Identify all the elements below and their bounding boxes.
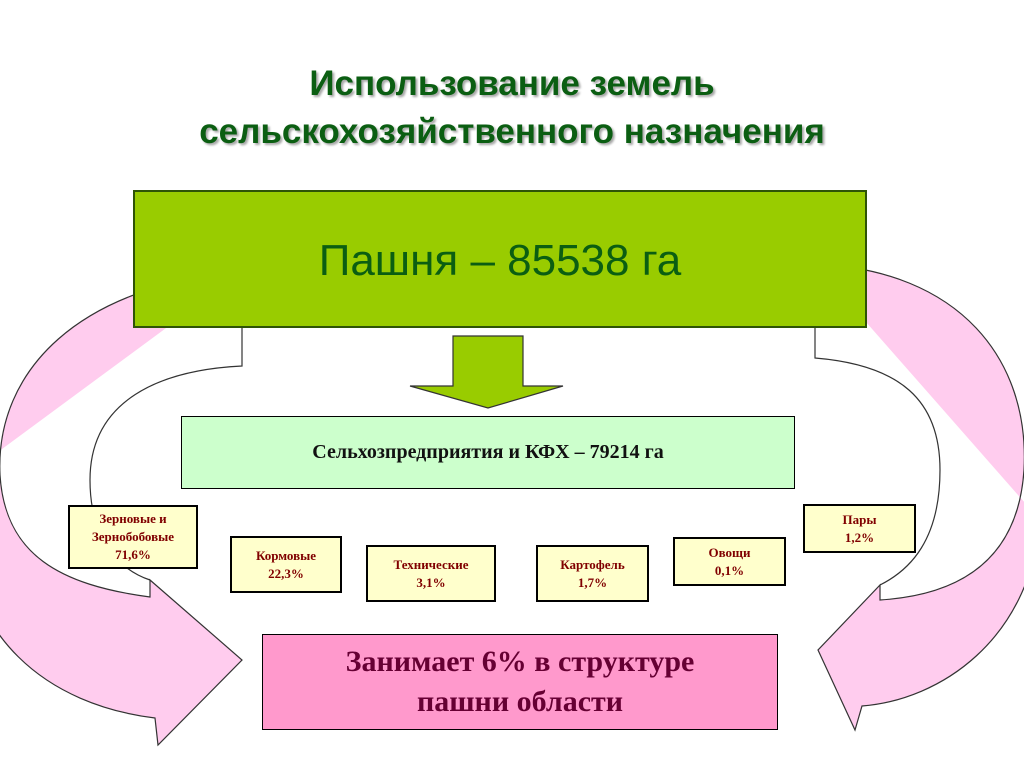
crop-box-technical: Технические 3,1% bbox=[366, 545, 496, 602]
crop-value: 0,1% bbox=[714, 562, 745, 578]
crop-line: Зернобобовые bbox=[91, 529, 175, 544]
crop-box-grain: Зерновые и Зернобобовые 71,6% bbox=[68, 505, 198, 569]
share-line-2: пашни области bbox=[416, 685, 624, 718]
crop-value: 1,2% bbox=[844, 529, 875, 545]
arable-land-box: Пашня – 85538 га bbox=[133, 190, 867, 328]
crop-value: 22,3% bbox=[268, 565, 304, 581]
crop-box-vegetables: Овощи 0,1% bbox=[673, 537, 786, 586]
crop-line: Овощи bbox=[708, 544, 751, 560]
crop-value: 71,6% bbox=[115, 547, 151, 562]
crop-value: 3,1% bbox=[416, 574, 446, 590]
left-curved-arrow bbox=[0, 271, 243, 747]
enterprises-label: Сельхозпредприятия и КФХ – 79214 га bbox=[312, 441, 664, 463]
crop-box-fodder: Кормовые 22,3% bbox=[230, 536, 342, 593]
down-arrow bbox=[409, 335, 564, 409]
crop-box-fallow: Пары 1,2% bbox=[803, 504, 916, 553]
title-line-1: Использование земель bbox=[309, 64, 715, 103]
crop-line: Кормовые bbox=[255, 547, 317, 563]
crop-line: Технические bbox=[393, 556, 469, 572]
share-line-1: Занимает 6% в структуре bbox=[345, 645, 695, 678]
title-line-2: сельскохозяйственного назначения bbox=[199, 112, 825, 151]
page-title: Использование земель сельскохозяйственно… bbox=[0, 60, 1024, 156]
crop-box-potato: Картофель 1,7% bbox=[536, 545, 649, 602]
arable-land-label: Пашня – 85538 га bbox=[318, 236, 682, 285]
right-curved-arrow bbox=[814, 263, 1024, 732]
crop-line: Картофель bbox=[560, 556, 625, 572]
share-box: Занимает 6% в структуре пашни области bbox=[262, 634, 778, 730]
crop-line: Зерновые и bbox=[99, 511, 167, 526]
crop-line: Пары bbox=[842, 511, 877, 527]
crop-value: 1,7% bbox=[577, 574, 608, 590]
enterprises-box: Сельхозпредприятия и КФХ – 79214 га bbox=[181, 416, 795, 489]
